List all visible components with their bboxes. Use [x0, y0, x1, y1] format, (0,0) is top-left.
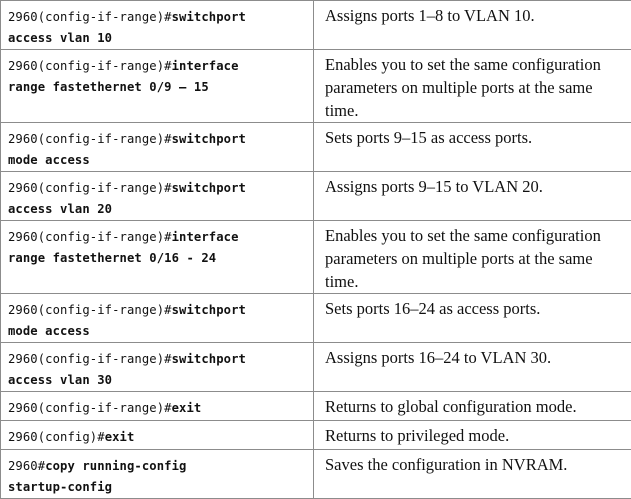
- description-cell: Enables you to set the same configuratio…: [314, 50, 631, 123]
- command-continuation: startup-config: [8, 477, 307, 498]
- command-continuation: access vlan 30: [8, 370, 307, 391]
- command-cell: 2960(config)#exit: [1, 421, 314, 450]
- table-row: 2960(config-if-range)#switchport mode ac…: [1, 123, 631, 172]
- command-prompt: 2960(config-if-range)#: [8, 303, 172, 317]
- command-prompt: 2960(config-if-range)#: [8, 10, 172, 24]
- command-keyword: interface: [172, 230, 239, 244]
- command-keyword: exit: [172, 401, 202, 415]
- table-row: 2960(config-if-range)#switchport access …: [1, 172, 631, 221]
- command-continuation: range fastethernet 0/9 – 15: [8, 77, 307, 98]
- table-row: 2960(config-if-range)#switchport access …: [1, 343, 631, 392]
- description-cell: Sets ports 9–15 as access ports.: [314, 123, 631, 172]
- command-cell: 2960#copy running-config startup-config: [1, 450, 314, 499]
- command-keyword: interface: [172, 59, 239, 73]
- command-keyword: copy running-config: [45, 459, 186, 473]
- description-cell: Assigns ports 9–15 to VLAN 20.: [314, 172, 631, 221]
- description-cell: Assigns ports 1–8 to VLAN 10.: [314, 1, 631, 50]
- description-cell: Returns to global configuration mode.: [314, 392, 631, 421]
- command-cell: 2960(config-if-range)#switchport mode ac…: [1, 123, 314, 172]
- table-row: 2960(config-if-range)#switchport access …: [1, 1, 631, 50]
- description-cell: Sets ports 16–24 as access ports.: [314, 294, 631, 343]
- command-prompt: 2960(config-if-range)#: [8, 401, 172, 415]
- command-prompt: 2960#: [8, 459, 45, 473]
- command-prompt: 2960(config-if-range)#: [8, 230, 172, 244]
- command-continuation: access vlan 20: [8, 199, 307, 220]
- command-cell: 2960(config-if-range)#switchport access …: [1, 1, 314, 50]
- command-prompt: 2960(config-if-range)#: [8, 181, 172, 195]
- table-row: 2960(config-if-range)#interface range fa…: [1, 221, 631, 294]
- command-keyword: switchport: [172, 10, 246, 24]
- command-prompt: 2960(config-if-range)#: [8, 59, 172, 73]
- command-cell: 2960(config-if-range)#interface range fa…: [1, 50, 314, 123]
- command-cell: 2960(config-if-range)#switchport access …: [1, 343, 314, 392]
- command-cell: 2960(config-if-range)#exit: [1, 392, 314, 421]
- command-cell: 2960(config-if-range)#switchport mode ac…: [1, 294, 314, 343]
- command-keyword: switchport: [172, 181, 246, 195]
- table-row: 2960(config)#exit Returns to privileged …: [1, 421, 631, 450]
- description-cell: Assigns ports 16–24 to VLAN 30.: [314, 343, 631, 392]
- command-continuation: mode access: [8, 150, 307, 171]
- command-continuation: mode access: [8, 321, 307, 342]
- command-continuation: access vlan 10: [8, 28, 307, 49]
- command-cell: 2960(config-if-range)#interface range fa…: [1, 221, 314, 294]
- command-keyword: switchport: [172, 303, 246, 317]
- command-prompt: 2960(config)#: [8, 430, 105, 444]
- table-row: 2960#copy running-config startup-config …: [1, 450, 631, 499]
- table-row: 2960(config-if-range)#interface range fa…: [1, 50, 631, 123]
- command-keyword: switchport: [172, 352, 246, 366]
- table-row: 2960(config-if-range)#exit Returns to gl…: [1, 392, 631, 421]
- command-prompt: 2960(config-if-range)#: [8, 352, 172, 366]
- table-row: 2960(config-if-range)#switchport mode ac…: [1, 294, 631, 343]
- command-keyword: exit: [105, 430, 135, 444]
- description-cell: Returns to privileged mode.: [314, 421, 631, 450]
- description-cell: Saves the configuration in NVRAM.: [314, 450, 631, 499]
- command-continuation: range fastethernet 0/16 - 24: [8, 248, 307, 269]
- description-cell: Enables you to set the same configuratio…: [314, 221, 631, 294]
- command-keyword: switchport: [172, 132, 246, 146]
- command-cell: 2960(config-if-range)#switchport access …: [1, 172, 314, 221]
- command-prompt: 2960(config-if-range)#: [8, 132, 172, 146]
